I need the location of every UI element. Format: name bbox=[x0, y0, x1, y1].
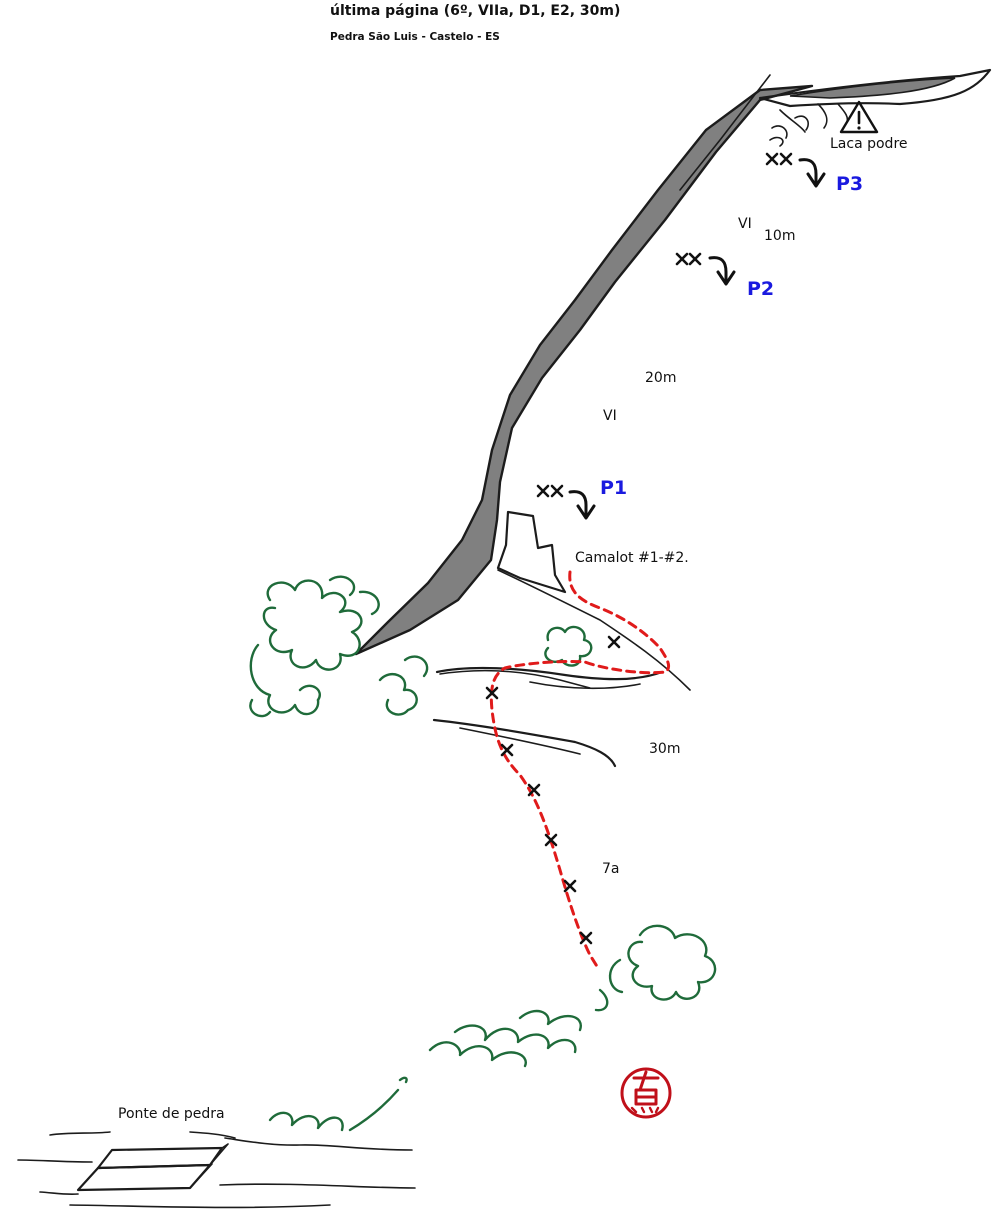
belay-anchor-p1 bbox=[536, 484, 596, 520]
label-length-20m: 20m bbox=[645, 370, 676, 386]
topo-title: última página (6º, VIIa, D1, E2, 30m) bbox=[330, 3, 620, 19]
bolt bbox=[500, 743, 514, 757]
belay-label-p1: P1 bbox=[600, 477, 627, 499]
curved-down-arrow-icon bbox=[708, 256, 728, 284]
bush-left bbox=[249, 575, 429, 718]
warning-triangle-icon bbox=[839, 100, 879, 134]
curved-down-arrow-icon bbox=[798, 158, 818, 186]
bolt bbox=[607, 635, 621, 649]
label-ponte-de-pedra: Ponte de pedra bbox=[118, 1106, 225, 1122]
bush-middle bbox=[544, 625, 593, 667]
bolt bbox=[527, 783, 541, 797]
bush-lower bbox=[268, 924, 717, 1132]
bolt bbox=[485, 686, 499, 700]
label-length-30m: 30m bbox=[649, 741, 680, 757]
label-length-10m: 10m bbox=[764, 228, 795, 244]
rock-flake bbox=[496, 510, 691, 691]
bolt bbox=[544, 833, 558, 847]
label-laca-podre: Laca podre bbox=[830, 136, 908, 152]
rock-dihedral-band bbox=[354, 68, 992, 656]
topo-subtitle: Pedra São Luis - Castelo - ES bbox=[330, 31, 500, 43]
belay-anchor-p2 bbox=[675, 252, 736, 286]
stone-bridge bbox=[17, 1131, 416, 1209]
curved-down-arrow-icon bbox=[568, 490, 588, 518]
bolt bbox=[563, 879, 577, 893]
label-grade-7a: 7a bbox=[602, 861, 620, 877]
rock-ledges bbox=[432, 666, 664, 768]
belay-label-p3: P3 bbox=[836, 173, 863, 195]
bolt bbox=[579, 931, 593, 945]
label-grade-vi-top: VI bbox=[738, 216, 752, 232]
label-grade-vi-mid: VI bbox=[603, 408, 617, 424]
belay-anchor-p3 bbox=[765, 152, 826, 188]
label-camalot: Camalot #1-#2. bbox=[575, 550, 689, 566]
route-line bbox=[489, 570, 671, 970]
seal-stamp-icon bbox=[620, 1067, 672, 1119]
belay-label-p2: P2 bbox=[747, 278, 774, 300]
bolts bbox=[485, 635, 621, 945]
